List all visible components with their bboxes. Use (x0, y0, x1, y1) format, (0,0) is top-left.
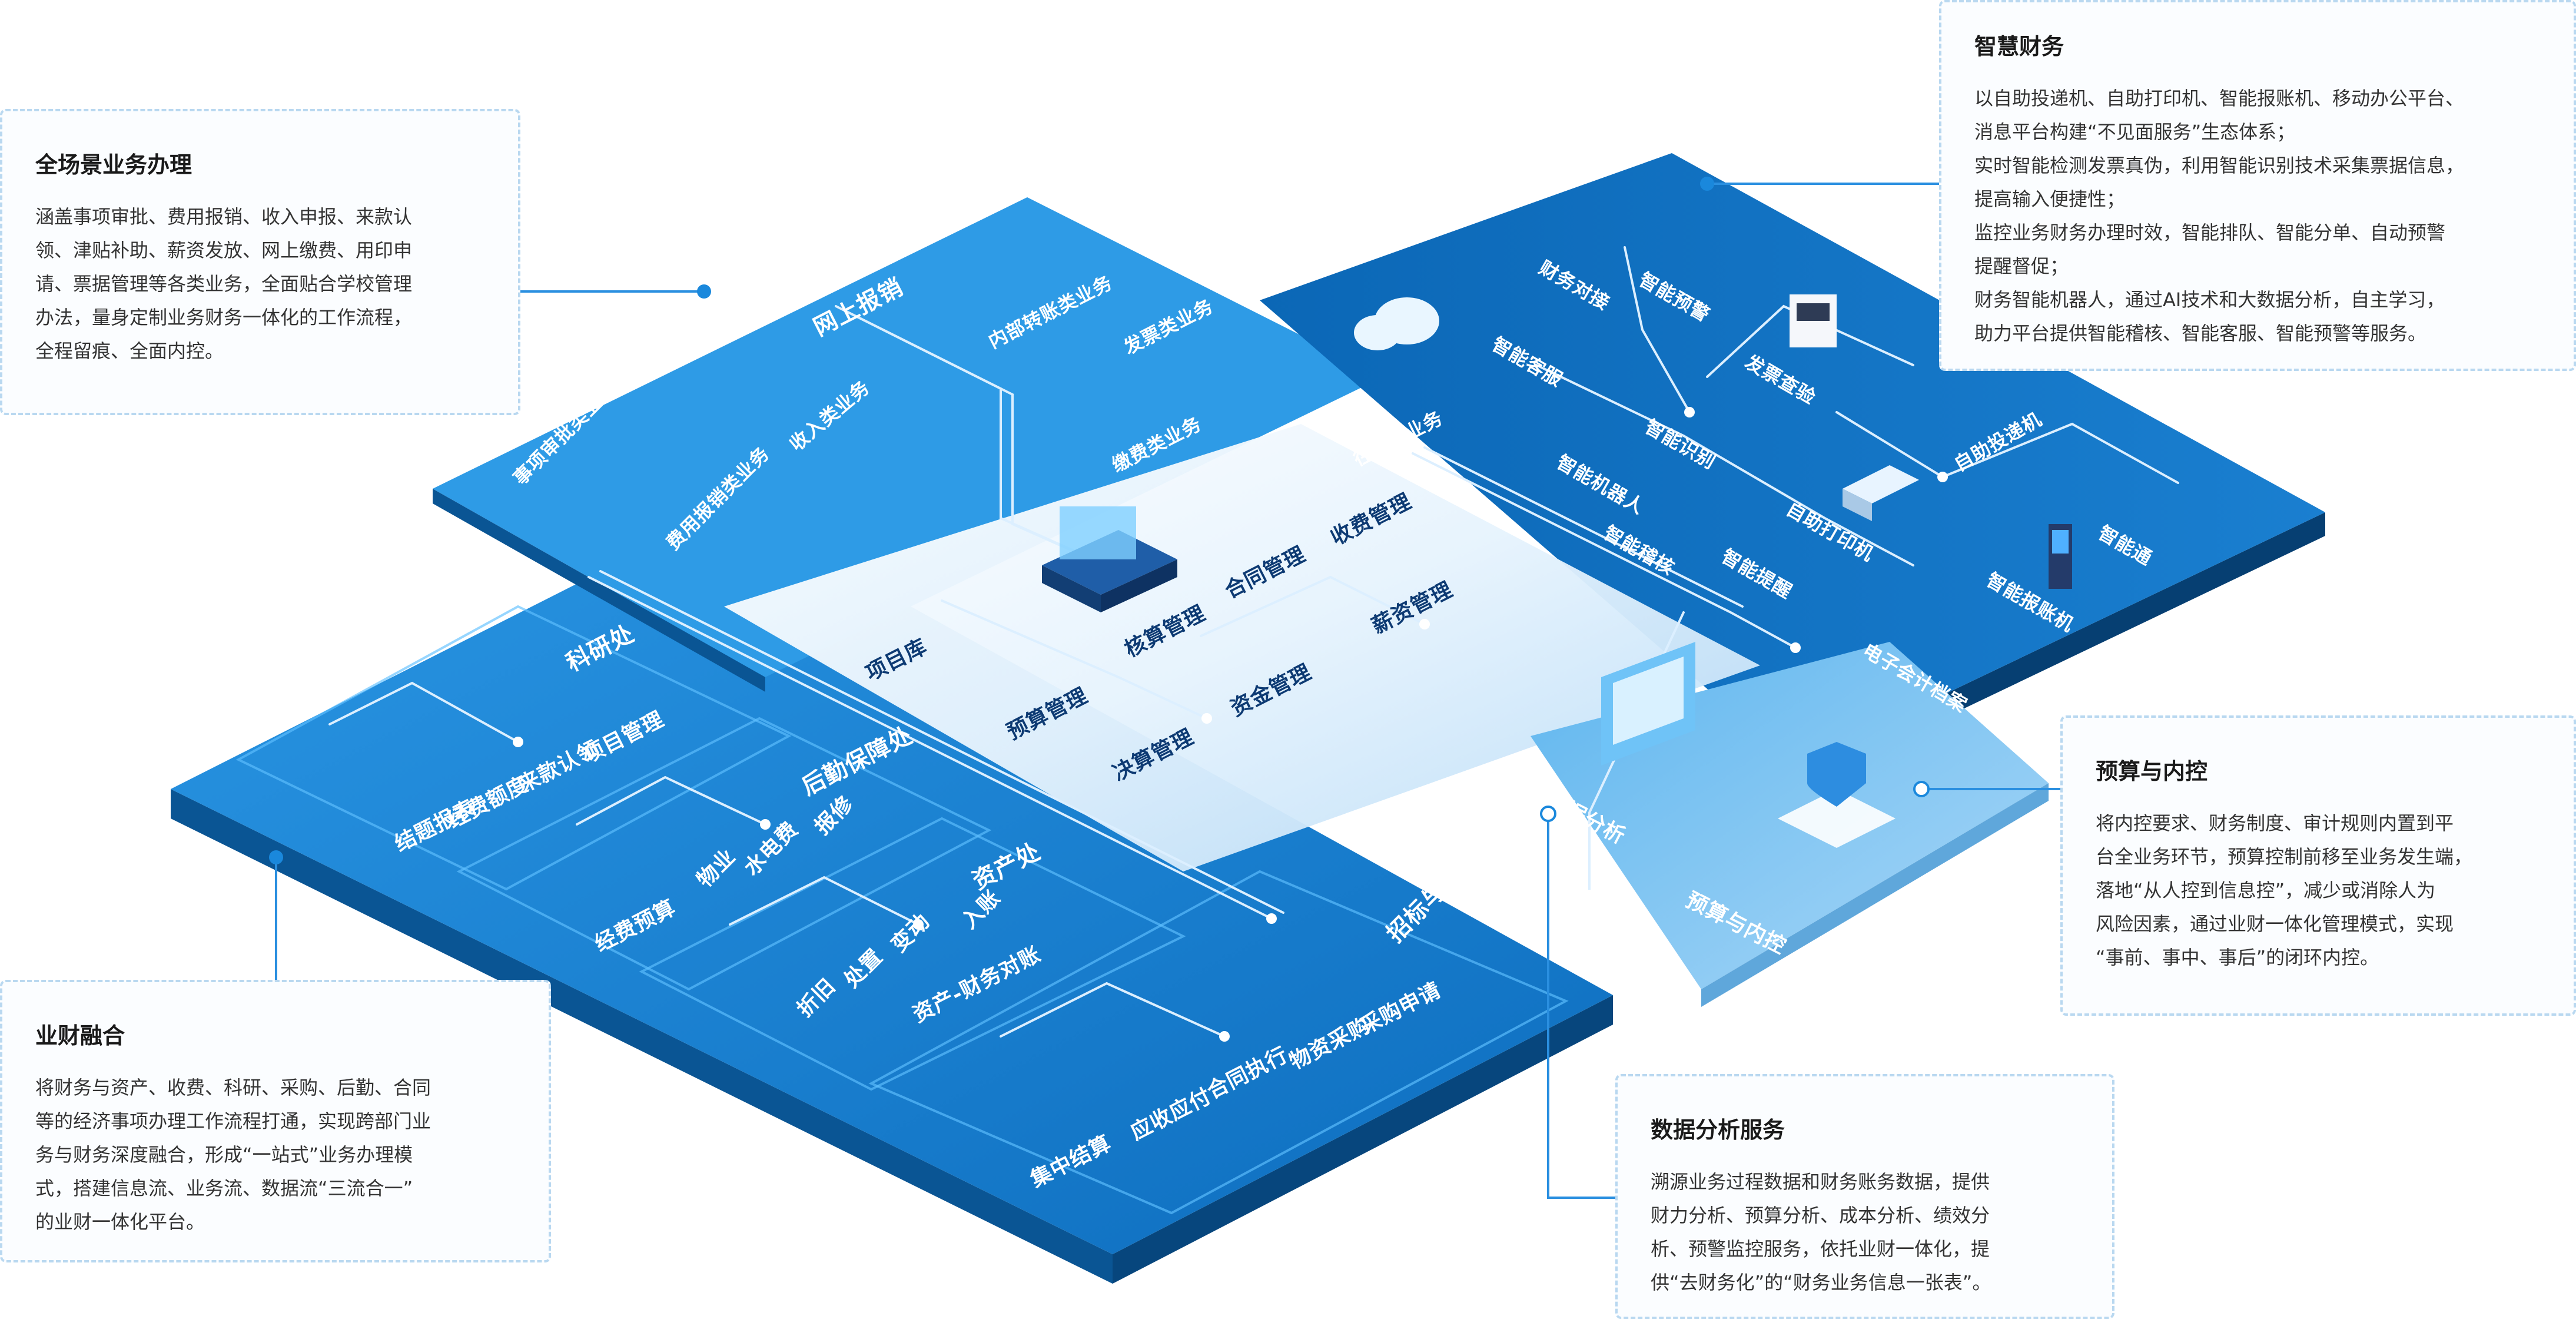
data-analysis-screen-icon (1601, 642, 1695, 765)
card-title: 数据分析服务 (1651, 1117, 1785, 1143)
circuit-line (1423, 446, 1744, 608)
circuit-node (1219, 1031, 1230, 1042)
platform-top-upper (433, 197, 1383, 677)
card-text-line: 的业财一体化平台。 (35, 1210, 205, 1233)
card-text-line: 溯源业务过程数据和财务账务数据，提供 (1651, 1171, 1990, 1193)
hesuan-device-icon (1042, 506, 1177, 612)
circuit-line (587, 576, 1273, 920)
zone-houqin (456, 717, 992, 991)
cloud-icon (1354, 297, 1439, 350)
platform-center (724, 424, 1760, 871)
circuit-line (1835, 411, 2179, 484)
circuit-line (941, 599, 1208, 720)
card-text-line: 实时智能检测发票真伪，利用智能识别技术采集票据信息， (1974, 154, 2465, 177)
circuit-node (1584, 890, 1595, 900)
card-text-line: 全程留痕、全面内控。 (35, 339, 224, 362)
card-text-line: 等的经济事项办理工作流程打通，实现跨部门业 (35, 1109, 431, 1132)
card-text-line: 将财务与资产、收费、科研、采购、后勤、合同 (35, 1076, 431, 1099)
platform-side-upper (433, 489, 765, 692)
card-text-line: 台全业务环节，预算控制前移至业务发生端， (2096, 845, 2473, 868)
card-text-line: 提醒督促； (1974, 254, 2069, 277)
card-text-line: 助力平台提供智能稽核、智能客服、智能预警等服务。 (1974, 322, 2427, 344)
budget-shield-icon (1778, 742, 1896, 848)
card-text-line: 办法，量身定制业务财务一体化的工作流程， (35, 306, 413, 329)
platform-top-left (171, 506, 1613, 1254)
invoice-machine-icon (1790, 294, 1837, 347)
card-quanchangjing: 全场景业务办理 涵盖事项审批、费用报销、收入申报、来款认 领、津贴补助、薪资发放… (0, 109, 520, 415)
card-text-line: “事前、事中、事后”的闭环内控。 (2096, 946, 2379, 969)
circuit-line (1535, 364, 1914, 566)
card-text-line: 务与财务深度融合，形成“一站式”业务办理模 (35, 1143, 413, 1166)
printer-icon (1843, 465, 1919, 521)
circuit-node (1684, 407, 1695, 417)
card-text-line: 财力分析、预算分析、成本分析、绩效分 (1651, 1204, 1990, 1227)
kiosk-icon (2049, 524, 2072, 589)
card-text-line: 提高输入便捷性； (1974, 187, 2126, 210)
card-text-line: 风险因素，通过业财一体化管理模式，实现 (2096, 912, 2454, 935)
circuit-node (913, 919, 924, 930)
platform-side-left (171, 789, 1113, 1284)
card-text-line: 落地“从人控到信息控”，减少或消除人为 (2096, 879, 2436, 902)
circuit-line (1200, 575, 1426, 637)
circuit-node (1419, 619, 1430, 629)
circuit-line (1000, 982, 1226, 1038)
circuit-node (1201, 713, 1212, 724)
card-yusuan: 预算与内控 将内控要求、财务制度、审计规则内置到平 台全业务环节，预算控制前移至… (2060, 715, 2576, 1016)
card-shuju: 数据分析服务 溯源业务过程数据和财务账务数据，提供 财力分析、预算分析、成本分析… (1615, 1074, 2114, 1319)
card-text-line: 以自助投递机、自助打印机、智能报账机、移动办公平台、 (1974, 87, 2465, 110)
circuit-node (1937, 472, 1948, 482)
card-title: 预算与内控 (2096, 758, 2208, 784)
card-zhihui: 智慧财务 以自助投递机、自助打印机、智能报账机、移动办公平台、 消息平台构建“不… (1939, 0, 2576, 371)
circuit-node (513, 737, 523, 747)
card-title: 业财融合 (35, 1023, 125, 1049)
card-text-line: 监控业务财务办理时效，智能排队、智能分单、自动预警 (1974, 221, 2446, 244)
circuit-line (729, 876, 919, 926)
card-yecai: 业财融合 将财务与资产、收费、科研、采购、后勤、合同 等的经济事项办理工作流程打… (0, 980, 551, 1262)
platform-side-front (1113, 995, 1613, 1284)
circuit-line (576, 776, 766, 826)
circuit-node (1790, 642, 1801, 653)
card-text-line: 请、票据管理等各类业务，全面贴合学校管理 (35, 272, 413, 295)
platform-budget-side (1701, 783, 2049, 1007)
circuit-line (1412, 452, 1797, 649)
card-text-line: 析、预警监控服务，依托业财一体化，提 (1651, 1237, 1990, 1260)
platform-top-right (1260, 153, 2325, 765)
circuit-node (760, 819, 771, 830)
circuit-line (1706, 304, 1914, 378)
card-text-line: 领、津贴补助、薪资发放、网上缴费、用印申 (35, 238, 413, 261)
card-text-line: 消息平台构建“不见面服务”生态体系； (1974, 120, 2296, 143)
card-text-line: 供“去财务化”的“财务业务信息一张表”。 (1651, 1271, 1991, 1294)
circuit-node (1266, 913, 1277, 924)
circuit-line (1624, 246, 1691, 413)
card-text-line: 财务智能机器人，通过AI技术和大数据分析，自主学习， (1974, 288, 2445, 311)
card-text-line: 将内控要求、财务制度、审计规则内置到平 (2096, 812, 2454, 834)
card-title: 全场景业务办理 (35, 152, 192, 178)
card-text-line: 涵盖事项审批、费用报销、收入申报、来款认 (35, 206, 413, 228)
card-title: 智慧财务 (1974, 34, 2064, 59)
circuit-line (328, 681, 519, 743)
card-text-line: 式，搭建信息流、业务流、数据流“三流合一” (35, 1177, 413, 1199)
circuit-line (599, 570, 1284, 914)
zone-keyanchu (235, 605, 792, 891)
zone-zichan (639, 817, 1186, 1091)
